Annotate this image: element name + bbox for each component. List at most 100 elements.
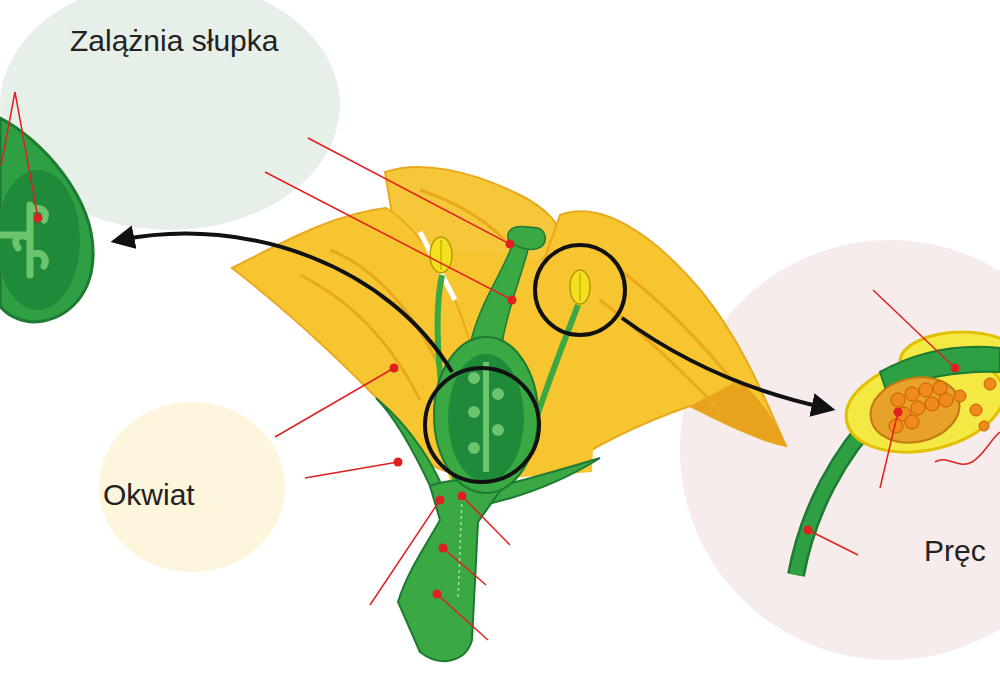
part-label-bubble: Zalążnia słupka <box>0 0 340 230</box>
perianth <box>232 167 786 482</box>
petal-vein <box>300 190 740 410</box>
filament <box>438 275 455 480</box>
filament <box>520 305 578 470</box>
leader-line <box>462 496 510 545</box>
zoom-arrow <box>120 234 452 372</box>
stamens <box>430 237 590 480</box>
petal-shade <box>690 380 786 446</box>
leader-dot <box>433 590 442 599</box>
leader-dot <box>508 296 517 305</box>
leader-lines <box>265 138 517 640</box>
pollen-grain <box>919 383 933 397</box>
anther-line <box>580 273 581 301</box>
leader-line <box>873 290 955 368</box>
pollen-grain <box>954 390 966 402</box>
leader-dot <box>804 526 813 535</box>
leader-dot <box>394 458 403 467</box>
pistil <box>434 227 545 494</box>
leader-line <box>305 462 398 478</box>
filament <box>796 412 880 575</box>
part-label-bubble: Pręc <box>680 240 1000 660</box>
anther <box>570 270 590 304</box>
petal <box>385 167 562 330</box>
ovule <box>468 406 480 418</box>
bubble-outline <box>680 240 1000 660</box>
connective <box>880 347 1000 390</box>
style <box>470 238 530 345</box>
pollen-grain <box>911 401 925 415</box>
ovary-inset <box>0 92 93 322</box>
leader-line <box>275 368 394 437</box>
leader-line <box>370 500 440 605</box>
bubble-shape <box>99 402 285 572</box>
leader-dot <box>894 408 903 417</box>
leader-line <box>437 594 488 640</box>
anther <box>430 237 452 273</box>
pollen-grain <box>970 404 982 416</box>
anther-lobe <box>837 344 1000 465</box>
petal <box>400 253 600 482</box>
pollen-grain <box>933 381 947 395</box>
zoom-arrow <box>622 318 826 408</box>
petal-gap <box>420 232 455 300</box>
leader-dot <box>506 240 515 249</box>
stamen-inset <box>796 290 1000 575</box>
pollen-grain <box>925 397 939 411</box>
leader-dot <box>34 214 43 223</box>
leader-line <box>880 412 898 488</box>
pollen-grain <box>979 421 989 431</box>
part-label-bubble: Okwiat <box>99 402 285 572</box>
ovary-wall <box>0 118 93 322</box>
sepal <box>376 398 448 502</box>
leader-line <box>1 92 15 166</box>
bracket-line <box>935 432 1000 464</box>
leader-line <box>308 138 510 244</box>
petal <box>520 211 786 470</box>
leader-dot <box>951 364 960 373</box>
pollen-grains <box>889 378 996 433</box>
pollen-grain <box>905 415 919 429</box>
bubble-shape <box>680 240 1000 660</box>
pollen-grain <box>897 407 911 421</box>
stem-group <box>376 398 600 661</box>
ovary-cavity <box>448 354 524 482</box>
part-name: Pręc <box>924 534 986 567</box>
leader-line <box>443 548 486 585</box>
leader-line <box>808 530 858 555</box>
leader-dot <box>390 364 399 373</box>
pollen-grain <box>984 378 996 390</box>
leader-dot <box>436 496 445 505</box>
stem-line <box>458 498 462 600</box>
pollen-grain <box>905 387 919 401</box>
ovule-shape <box>0 205 45 275</box>
pollen-grain <box>889 419 903 433</box>
ovule <box>468 442 480 454</box>
ovary-cavity <box>0 170 80 310</box>
ovule <box>468 372 480 384</box>
leader-line <box>265 172 512 300</box>
petal <box>232 208 470 472</box>
pollen-grain <box>939 393 953 407</box>
ovary <box>434 337 538 493</box>
filament-outline <box>796 412 880 575</box>
leader-dot <box>439 544 448 553</box>
ovule <box>492 388 504 400</box>
stigma <box>508 227 545 250</box>
sepal <box>468 458 600 508</box>
bubble-shape <box>0 0 340 230</box>
pollen-sac <box>864 369 965 450</box>
part-name: Okwiat <box>103 478 195 511</box>
leader-line <box>15 92 38 218</box>
anther-lobe <box>900 332 1000 392</box>
stem <box>398 480 502 661</box>
highlight-circle <box>425 368 539 482</box>
part-name: Zalążnia słupka <box>70 24 278 57</box>
leader-dot <box>458 492 467 501</box>
anther-line <box>441 240 442 270</box>
placenta <box>483 362 489 472</box>
ovule <box>492 424 504 436</box>
